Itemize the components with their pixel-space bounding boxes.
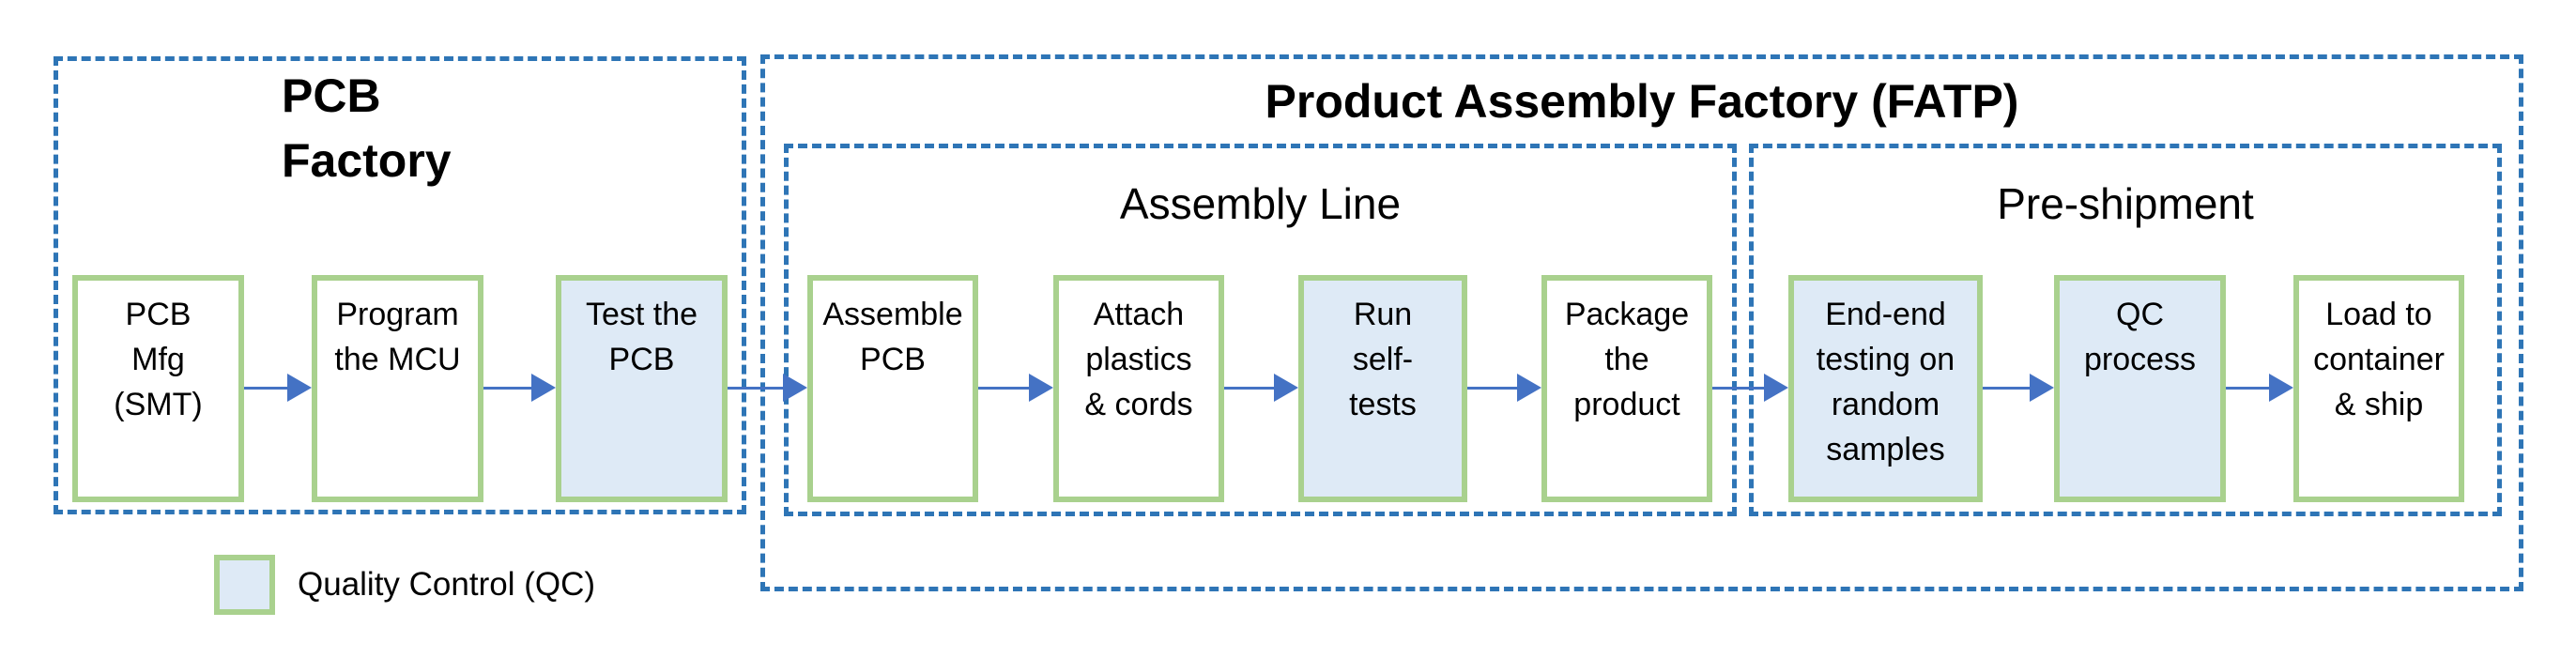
- fatp-title: Product Assembly Factory (FATP): [1265, 75, 2019, 128]
- assembly-line-container: [784, 144, 1737, 516]
- step-box-assemble-pcb: Assemble PCB: [807, 275, 978, 502]
- legend-qc-swatch: [214, 555, 275, 615]
- pcb-factory-title: PCB Factory: [282, 69, 452, 187]
- fatp-container: [760, 54, 2523, 591]
- step-box-run-self-tests: Run self- tests: [1298, 275, 1467, 502]
- step-box-load-container: Load to container & ship: [2293, 275, 2464, 502]
- step-box-program-mcu: Program the MCU: [312, 275, 483, 502]
- step-box-end-end-testing: End-end testing on random samples: [1788, 275, 1983, 502]
- pcb-factory-container: [54, 56, 746, 514]
- step-box-attach-plastics: Attach plastics & cords: [1053, 275, 1224, 502]
- step-box-qc-process: QC process: [2054, 275, 2226, 502]
- step-box-package-product: Package the product: [1541, 275, 1712, 502]
- pre-shipment-container: [1749, 144, 2502, 516]
- assembly-line-title: Assembly Line: [1119, 179, 1402, 228]
- pre-shipment-title: Pre-shipment: [1997, 179, 2254, 228]
- step-box-pcb-mfg: PCB Mfg (SMT): [72, 275, 244, 502]
- step-box-test-pcb: Test the PCB: [556, 275, 728, 502]
- legend-qc-label: Quality Control (QC): [298, 566, 596, 603]
